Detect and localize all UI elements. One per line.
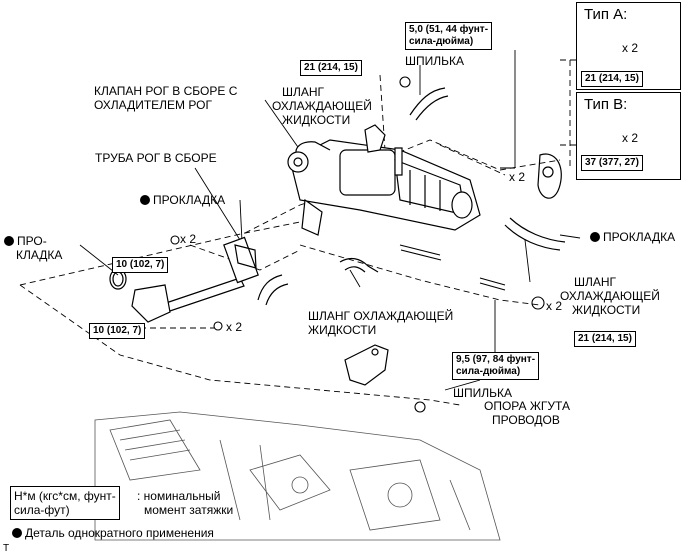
egr-pipe: [131, 236, 259, 323]
harness-bracket-label-2: ПРОВОДОВ: [492, 413, 560, 427]
type-b-qty: x 2: [622, 131, 639, 145]
one-time-dot-icon: [4, 236, 14, 246]
type-b-torque: 37 (377, 27): [581, 155, 643, 171]
type-b-inset: Тип B: x 2 37 (377, 27): [576, 92, 681, 180]
gasket-right-text: ПРОКЛАДКА: [603, 230, 676, 244]
torque-nut-right: 21 (214, 15): [574, 331, 636, 347]
legend-unit-2: сила-фут): [14, 503, 70, 517]
legend-torque-unit-box: Н*м (кгс*см, фунт- сила-фут): [10, 486, 120, 520]
torque-stud-bottom: 9,5 (97, 84 фунт- сила-дюйма): [452, 352, 540, 380]
gasket-right-label: ПРОКЛАДКА: [590, 230, 675, 244]
type-a-qty: x 2: [622, 41, 639, 55]
corner-mark: T: [3, 543, 10, 554]
legend-one-time: Деталь однократного применения: [12, 526, 214, 540]
legend-unit-1: Н*м (кгс*см, фунт-: [14, 489, 116, 503]
hose-right-label-1: ШЛАНГ: [574, 275, 617, 289]
one-time-dot-icon: [12, 528, 22, 538]
type-a-torque: 21 (214, 15): [581, 71, 643, 87]
legend-unit-desc-1: : номинальный: [137, 489, 221, 503]
egr-valve-label-1: КЛАПАН РОГ В СБОРЕ С: [94, 84, 238, 98]
one-time-dot-icon: [140, 195, 150, 205]
torque-bolt-lower-left: 10 (102, 7): [89, 323, 146, 339]
type-a-title: Тип A:: [584, 6, 628, 23]
hose-bottom-label-2: ЖИДКОСТИ: [308, 323, 377, 337]
engine-silhouette: [94, 411, 501, 541]
leader-lines: [79, 50, 581, 391]
torque-stud-bottom-1: 9,5 (97, 84 фунт-: [456, 354, 536, 365]
legend-unit-desc-2: момент затяжки: [144, 503, 234, 517]
qty-x2-bolt-upper: x 2: [180, 232, 197, 246]
torque-nut-top: 21 (214, 15): [300, 60, 362, 76]
hose-right-label-2: ОХЛАЖДАЮЩЕЙ: [560, 289, 660, 303]
hose-bottom-label-1: ШЛАНГ ОХЛАЖДАЮЩЕЙ: [308, 309, 454, 323]
hose-top-label-2: ОХЛАЖДАЮЩЕЙ: [272, 99, 372, 113]
qty-x2-stud-top: x 2: [509, 170, 526, 184]
coolant-hoses: [257, 87, 566, 306]
hose-top-label-1: ШЛАНГ: [282, 85, 325, 99]
legend-one-time-text: Деталь однократного применения: [25, 526, 214, 540]
fasteners: [170, 76, 545, 413]
gasket-left-label: ПРО-: [4, 234, 47, 248]
egr-valve-cooler-body: [287, 124, 481, 236]
torque-stud-top-1: 5,0 (51, 44 фунт-: [409, 24, 489, 35]
gasket-left-text-1: ПРО-: [17, 234, 47, 248]
gasket-top-text: ПРОКЛАДКА: [153, 193, 226, 207]
type-b-title: Тип B:: [584, 96, 628, 113]
egr-valve-label-2: ОХЛАДИТЕЛЕМ РОГ: [94, 98, 212, 112]
wire-harness-bracket: [344, 344, 389, 386]
gasket-left-label-2: КЛАДКА: [16, 248, 63, 262]
harness-bracket-label-1: ОПОРА ЖГУТА: [484, 399, 570, 413]
torque-bolt-upper-left: 10 (102, 7): [112, 257, 169, 273]
one-time-dot-icon: [590, 232, 600, 242]
stud-top-label: ШПИЛЬКА: [405, 54, 464, 68]
egr-pipe-label: ТРУБА РОГ В СБОРЕ: [95, 151, 217, 165]
torque-stud-top: 5,0 (51, 44 фунт- сила-дюйма): [405, 22, 493, 50]
hose-top-label-3: ЖИДКОСТИ: [282, 113, 351, 127]
torque-stud-top-2: сила-дюйма): [409, 36, 474, 47]
qty-x2-bolt-lower: x 2: [226, 320, 243, 334]
gasket-top-label: ПРОКЛАДКА: [140, 193, 225, 207]
torque-stud-bottom-2: сила-дюйма): [456, 366, 521, 377]
stud-bottom-label: ШПИЛЬКА: [453, 386, 512, 400]
hose-right-label-3: ЖИДКОСТИ: [572, 303, 641, 317]
type-a-inset: Тип A: x 2 21 (214, 15): [576, 2, 681, 90]
qty-x2-nut-right: x 2: [546, 299, 563, 313]
